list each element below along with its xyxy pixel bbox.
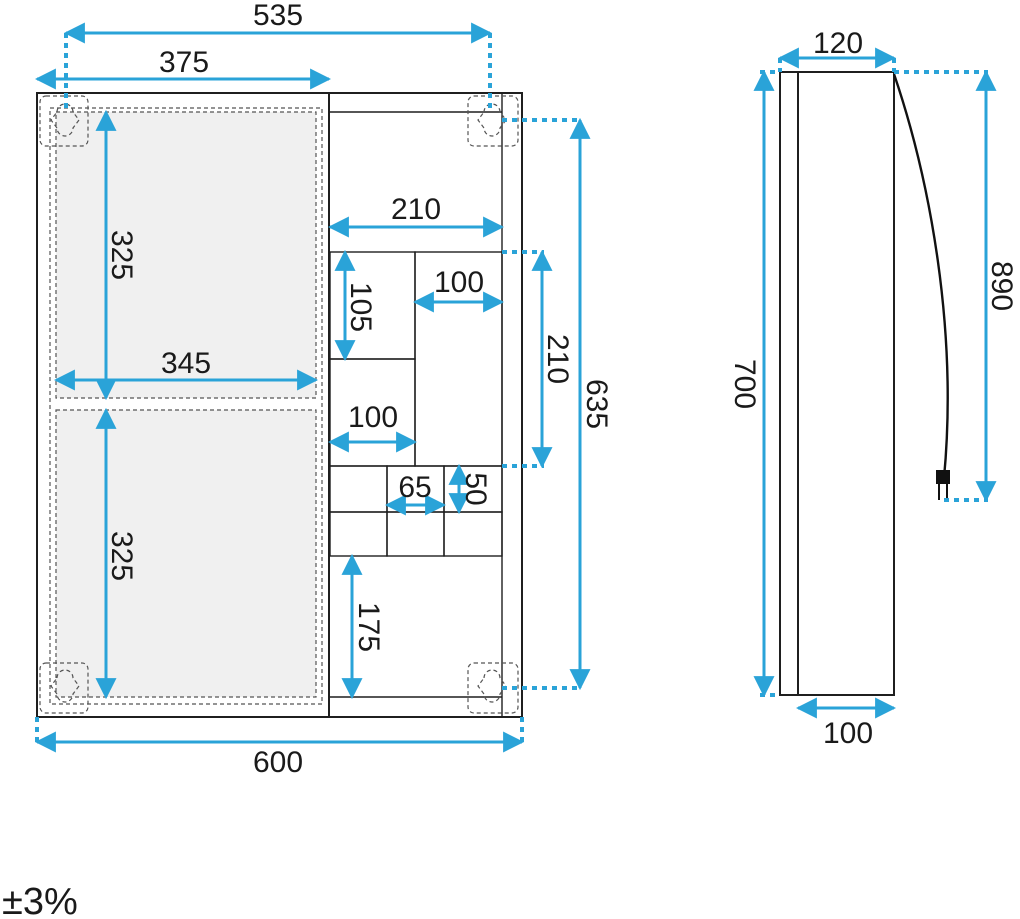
dim-shelf-height: 210: [502, 249, 574, 469]
dim-mirror-lower-height-label: 325: [105, 531, 138, 581]
dim-bottom-height: 175: [341, 553, 385, 700]
dim-mirror-lower-height: 325: [95, 407, 138, 700]
dim-side-depth-top-label: 120: [813, 27, 863, 60]
side-outline: [779, 71, 895, 696]
dim-overall-width: 600: [34, 717, 525, 779]
dim-bottom-height-label: 175: [352, 602, 385, 652]
dim-drawer-height-label: 50: [459, 472, 492, 505]
plug-icon: [936, 470, 950, 500]
dim-cable-length: 890: [894, 69, 1018, 503]
mirror-inner-frame: [49, 107, 323, 705]
bracket-bottom-left: [39, 662, 89, 714]
dim-shelf-width: 210: [327, 193, 505, 238]
dim-mirror-width: 345: [53, 347, 319, 391]
dim-side-height: 700: [728, 69, 780, 698]
dim-mirror-width-label: 345: [161, 347, 211, 380]
dim-compartment-width-lower-label: 100: [348, 401, 398, 434]
mirror-door: [36, 92, 330, 718]
dim-drawer-height: 50: [448, 463, 492, 515]
dim-mirror-upper-height: 325: [95, 109, 138, 401]
dim-overall-width-label: 600: [253, 746, 303, 779]
dim-door-width-label: 375: [159, 46, 209, 79]
dim-side-depth-bottom: 100: [795, 697, 897, 750]
dim-cabinet-height-label: 635: [580, 379, 613, 429]
dim-door-width: 375: [34, 46, 332, 90]
dim-cabinet-height: 635: [502, 117, 613, 691]
dim-mirror-upper-height-label: 325: [105, 230, 138, 280]
dim-side-depth-bottom-label: 100: [823, 717, 873, 750]
dim-drawer-width-label: 65: [398, 471, 431, 504]
dim-top-width-label: 535: [253, 0, 303, 32]
bracket-bottom-right: [467, 662, 519, 714]
dim-side-depth-top: 120: [777, 27, 897, 72]
front-view: 535 375 600 345 325 325: [34, 0, 613, 779]
dim-compartment-height-label: 105: [344, 282, 377, 332]
dim-side-height-label: 700: [728, 359, 761, 409]
tolerance-note: ±3%: [2, 881, 78, 919]
dim-drawer-width: 65: [384, 471, 447, 516]
power-cable: [892, 73, 949, 479]
dim-compartment-width: 100: [412, 266, 505, 313]
dim-compartment-width-lower: 100: [327, 401, 418, 453]
dim-top-width: 535: [63, 0, 493, 112]
mirror-lower: [55, 409, 317, 698]
bracket-top-right: [467, 95, 519, 147]
side-view: 120 100 700 890: [728, 27, 1018, 750]
dim-shelf-width-label: 210: [391, 193, 441, 226]
dim-compartment-width-label: 100: [434, 266, 484, 299]
dim-compartment-height: 105: [334, 249, 377, 362]
dim-cable-length-label: 890: [985, 261, 1018, 311]
dim-shelf-height-label: 210: [541, 334, 574, 384]
